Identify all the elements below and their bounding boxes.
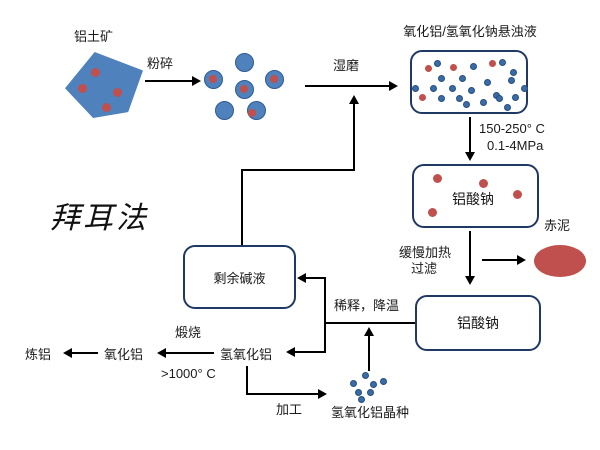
suspension-particle-blue <box>433 59 441 67</box>
suspension-particle-blue <box>448 84 456 92</box>
seed-crystal-label: 氢氧化铝晶种 <box>331 405 410 420</box>
residual-alkali-label: 剩余碱液 <box>213 270 266 286</box>
sodium-aluminate-2-label: 铝酸钠 <box>457 315 499 331</box>
recycle-arrowhead-icon <box>349 95 359 104</box>
dilute-junction-line <box>324 277 326 353</box>
suspension-particle-blue <box>411 84 419 92</box>
ore-impurity-dot <box>90 67 100 77</box>
filter-arrowhead-icon <box>465 276 475 285</box>
dilute-cool-label: 稀释，降温 <box>334 298 400 313</box>
suspension-particle-red <box>449 63 457 71</box>
to-residual-arrowhead-icon <box>297 273 306 283</box>
sodium-aluminate-box-2: 铝酸钠 <box>415 295 541 351</box>
process-arrowhead-icon <box>318 389 327 399</box>
wet-grind-arrowhead-icon <box>389 81 398 91</box>
digest-temp-label: 150-250° C <box>479 121 545 136</box>
alumina-label: 氧化铝 <box>104 347 144 362</box>
suspension-particle-blue <box>483 78 491 86</box>
aluminate-impurity-dot <box>478 178 488 188</box>
seed-crystal-dot <box>369 380 377 388</box>
seed-crystal-dot <box>379 377 387 385</box>
digest-pressure-label: 0.1-4MPa <box>487 138 544 153</box>
wet-grind-arrow-line <box>305 85 389 87</box>
impurity-dot <box>270 75 278 83</box>
crush-arrow-line <box>145 80 192 82</box>
aluminate-impurity-dot <box>432 173 442 183</box>
suspension-particle-red <box>424 64 432 72</box>
residual-alkali-box: 剩余碱液 <box>183 245 296 309</box>
suspension-particle-blue <box>498 58 506 66</box>
diagram-title: 拜耳法 <box>50 201 149 236</box>
aluminate-impurity-dot <box>512 189 522 199</box>
suspension-particle-blue <box>437 94 445 102</box>
to-hydroxide-line <box>295 351 326 353</box>
suspension-particle-blue <box>479 98 487 106</box>
suspension-particle-blue <box>520 84 528 92</box>
filter-arrow-line <box>469 231 471 276</box>
aluminum-hydroxide-label: 氢氧化铝 <box>220 347 273 362</box>
crushed-ore-particle <box>214 100 234 120</box>
seed-crystal-dot <box>357 395 365 403</box>
suspension-particle-blue <box>503 103 511 111</box>
suspension-particle-blue <box>509 68 517 76</box>
impurity-dot <box>209 75 217 83</box>
crushed-ore-particle <box>234 52 254 72</box>
suspension-particle-red <box>488 59 496 67</box>
digest-arrowhead-icon <box>465 152 475 161</box>
to-hydroxide-arrowhead-icon <box>286 347 295 357</box>
seed-arrow-line <box>368 336 370 371</box>
red-mud-arrow-line <box>482 259 517 261</box>
sodium-aluminate-1-label: 铝酸钠 <box>452 191 494 207</box>
suspension-particle-blue <box>458 74 466 82</box>
smelt-arrow-line <box>72 352 98 354</box>
calcine-label: 煅烧 <box>175 325 202 340</box>
suspension-particle-blue <box>495 94 503 102</box>
seed-crystal-dot <box>361 371 369 379</box>
process-line-vertical <box>246 366 248 395</box>
impurity-dot <box>240 85 248 93</box>
suspension-particle-blue <box>469 62 477 70</box>
dilute-line-horizontal <box>325 322 415 324</box>
crush-arrowhead-icon <box>192 76 201 86</box>
recycle-line-vertical <box>353 104 355 170</box>
aluminate-impurity-dot <box>427 207 437 217</box>
red-mud-ellipse-shape <box>534 245 586 277</box>
calcine-arrow-line <box>166 352 214 354</box>
calcine-temp-label: >1000° C <box>161 366 216 381</box>
suspension-particle-blue <box>437 74 445 82</box>
bauxite-label: 铝土矿 <box>74 29 114 44</box>
slow-heat-label: 缓慢加热 <box>399 245 452 260</box>
process-label: 加工 <box>276 402 303 417</box>
to-residual-line <box>306 277 326 279</box>
suspension-particle-blue <box>462 100 470 108</box>
suspension-label: 氧化铝/氢氧化钠悬浊液 <box>403 24 537 39</box>
smelt-arrowhead-icon <box>63 348 72 358</box>
seed-crystal-dot <box>366 388 374 396</box>
suspension-particle-red <box>418 93 426 101</box>
process-line-horizontal <box>246 393 318 395</box>
crush-arrow-label: 粉碎 <box>147 56 174 71</box>
suspension-particle-blue <box>429 84 437 92</box>
recycle-line-horizontal <box>241 169 355 171</box>
wet-grind-arrow-label: 湿磨 <box>333 58 360 73</box>
seed-arrowhead-icon <box>364 327 374 336</box>
digest-arrow-line <box>469 117 471 152</box>
recycle-line-from-box <box>241 170 243 245</box>
seed-crystal-dot <box>349 379 357 387</box>
suspension-particle-blue <box>507 76 515 84</box>
seed-crystal-dot <box>354 388 362 396</box>
aluminum-smelting-label: 炼铝 <box>25 347 52 362</box>
red-mud-label: 赤泥 <box>544 218 571 233</box>
ore-impurity-dot <box>112 87 122 97</box>
suspension-particle-blue <box>511 93 519 101</box>
calcine-arrowhead-icon <box>157 348 166 358</box>
filter-label: 过滤 <box>411 261 438 276</box>
red-mud-arrowhead-icon <box>517 255 526 265</box>
impurity-dot <box>248 109 256 117</box>
ore-impurity-dot <box>77 83 87 93</box>
ore-impurity-dot <box>101 102 111 112</box>
suspension-particle-blue <box>455 94 463 102</box>
suspension-particle-blue <box>467 86 475 94</box>
